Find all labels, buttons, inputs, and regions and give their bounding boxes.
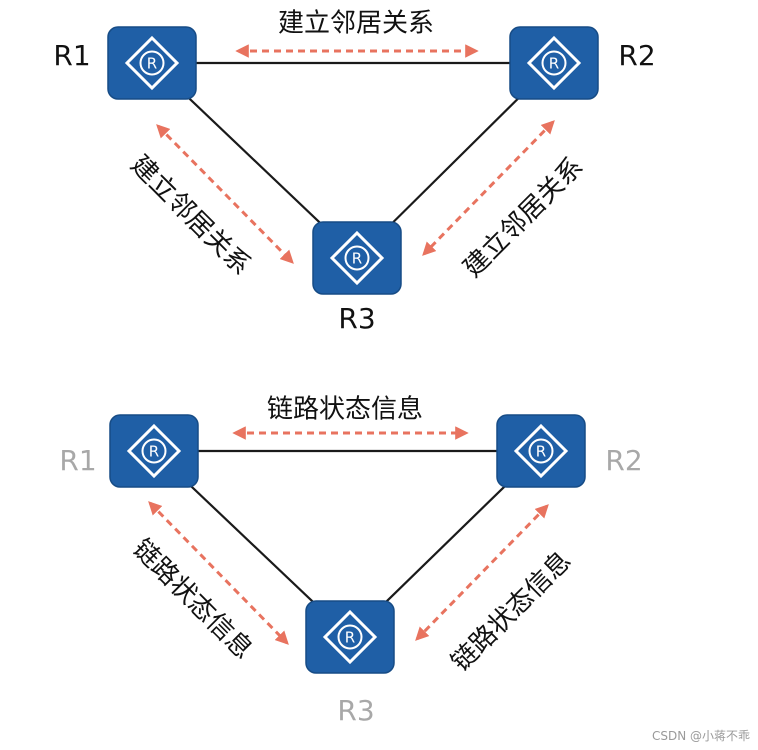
router-icon: R: [124, 35, 180, 91]
top-exchange-arrow-R1-R3: [156, 124, 294, 264]
bottom-router-R1: R R1: [59, 414, 199, 488]
bottom-router-label-R3: R3: [337, 694, 374, 727]
bottom-router-R2: R R2: [496, 414, 643, 488]
bottom-exchange-arrow-R1-R3: [148, 501, 289, 645]
top-router-R3: R R3: [312, 221, 402, 335]
top-link-label-R1-R3: 建立邻居关系: [125, 150, 257, 282]
top-router-label-R1: R1: [53, 39, 90, 72]
svg-text:R: R: [352, 250, 362, 268]
router-icon: R: [526, 35, 582, 91]
top-router-label-R3: R3: [338, 302, 375, 335]
router-icon: R: [513, 423, 569, 479]
svg-text:R: R: [549, 55, 559, 73]
top-router-R2: R R2: [509, 26, 656, 100]
top-link-label-R2-R3: 建立邻居关系: [458, 152, 590, 284]
svg-text:R: R: [536, 443, 546, 461]
top-router-R1: R R1: [53, 26, 197, 100]
router-icon: R: [126, 423, 182, 479]
top-link-label-R1-R2: 建立邻居关系: [278, 9, 434, 39]
bottom-router-label-R1: R1: [59, 444, 96, 477]
svg-text:R: R: [149, 443, 159, 461]
top-router-label-R2: R2: [618, 39, 655, 72]
bottom-link-label-R2-R3: 链路状态信息: [446, 546, 578, 678]
bottom-exchange-arrow-R2-R3: [415, 504, 549, 641]
svg-text:R: R: [345, 629, 355, 647]
router-icon: R: [322, 609, 378, 665]
bottom-router-label-R2: R2: [605, 444, 642, 477]
router-icon: R: [329, 230, 385, 286]
bottom-link-label-R1-R3: 链路状态信息: [127, 534, 259, 666]
bottom-link-label-R1-R2: 链路状态信息: [267, 395, 423, 425]
watermark: CSDN @小蒋不乖: [651, 729, 750, 743]
svg-text:R: R: [147, 55, 157, 73]
top-exchange-arrow-R2-R3: [422, 120, 555, 256]
bottom-router-R3: R R3: [305, 600, 395, 727]
